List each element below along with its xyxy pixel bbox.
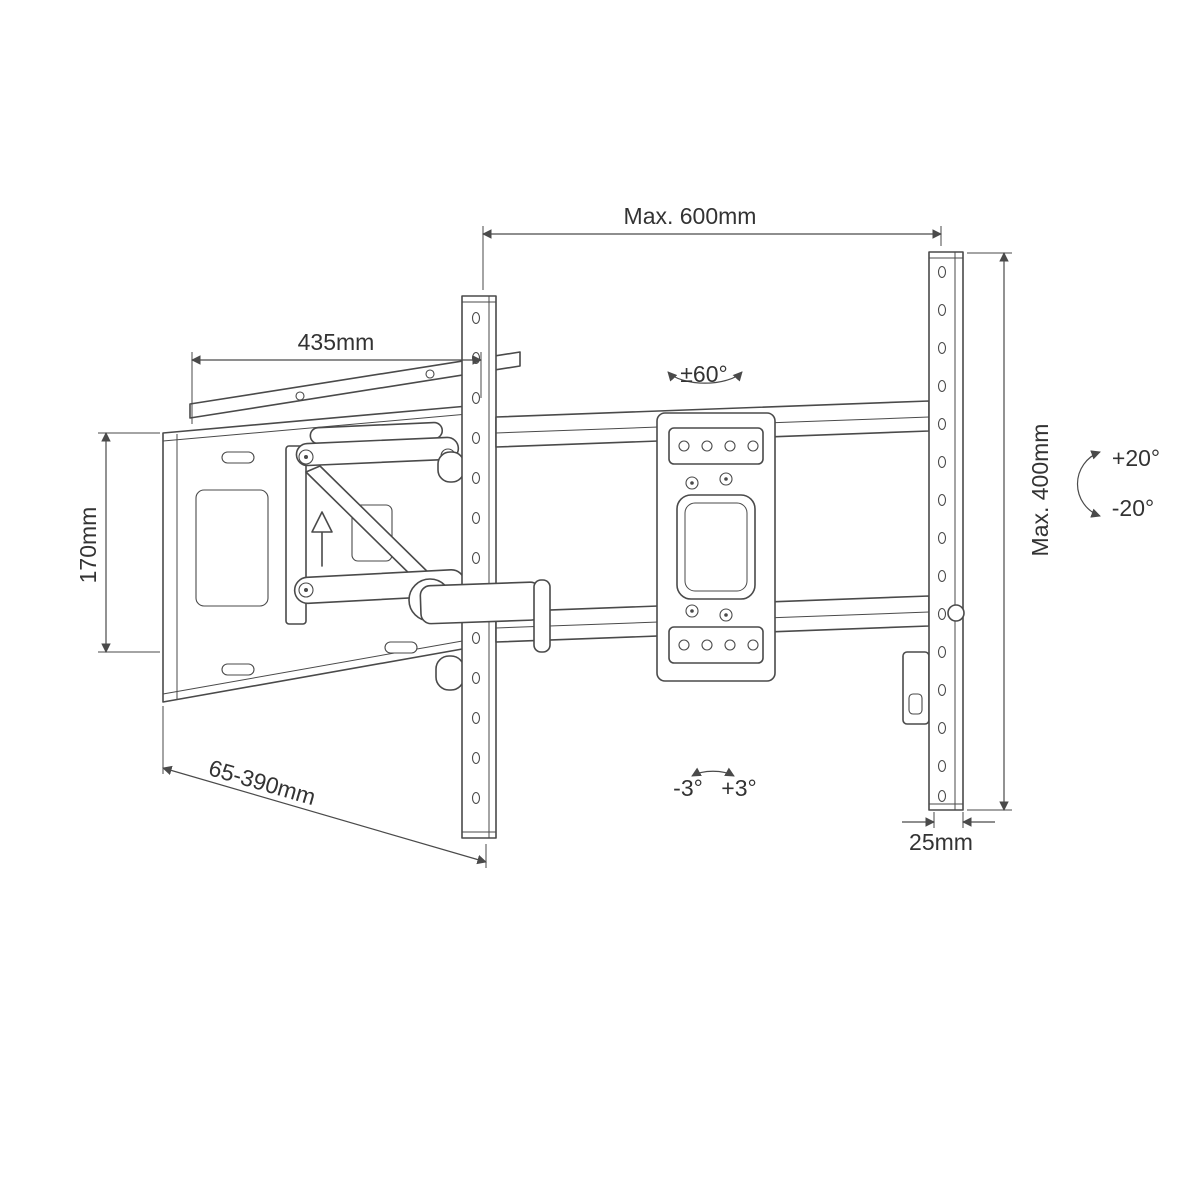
label-extension-range: 65-390mm bbox=[206, 754, 319, 810]
mount-slot bbox=[384, 641, 418, 654]
clamp-hole bbox=[724, 639, 736, 651]
vesa-center-opening-inner bbox=[684, 502, 748, 592]
wall-mount-drawing bbox=[162, 251, 965, 839]
label-tilt-up: +20° bbox=[1112, 445, 1160, 471]
clamp-hole bbox=[678, 440, 690, 452]
mount-slot bbox=[221, 451, 255, 464]
label-plate-width: 435mm bbox=[298, 329, 375, 355]
top-flange bbox=[189, 351, 521, 419]
upper-arm-link bbox=[295, 436, 460, 467]
clamp-hole bbox=[747, 639, 759, 651]
pivot-center bbox=[304, 588, 308, 592]
top-flange-outline bbox=[189, 351, 521, 419]
rail-hole-column bbox=[937, 265, 947, 803]
up-arrow-icon bbox=[311, 511, 333, 533]
vesa-top-clamp bbox=[668, 427, 764, 465]
dim-plate-width: 435mm bbox=[191, 329, 482, 424]
arm-end-cap bbox=[533, 579, 551, 653]
wall-plate-cutout bbox=[195, 489, 269, 607]
vesa-center-opening bbox=[676, 494, 756, 600]
rail-body bbox=[928, 251, 964, 811]
bar-end-knob bbox=[947, 604, 965, 622]
flange-screw-icon bbox=[295, 391, 305, 401]
label-roll-left: -3° bbox=[673, 775, 703, 801]
dim-max-height: Max. 400mm bbox=[967, 252, 1053, 811]
angle-tilt: +20° -20° bbox=[1076, 445, 1160, 521]
knob-lower bbox=[435, 655, 465, 691]
clamp-hole bbox=[724, 440, 736, 452]
label-max-width: Max. 600mm bbox=[624, 203, 757, 229]
label-plate-height: 170mm bbox=[75, 507, 101, 584]
clamp-hole bbox=[701, 440, 713, 452]
lower-arm-front bbox=[408, 578, 551, 653]
pivot-center bbox=[304, 455, 308, 459]
label-rail-depth: 25mm bbox=[909, 829, 973, 855]
angle-roll: -3° +3° bbox=[673, 767, 757, 801]
dim-rail-depth: 25mm bbox=[902, 812, 995, 855]
vesa-bottom-clamp bbox=[668, 626, 764, 664]
dim-extension-range: 65-390mm bbox=[162, 706, 487, 868]
knob-upper bbox=[437, 451, 465, 483]
tv-rail-right bbox=[902, 251, 965, 811]
tv-rail-left bbox=[435, 295, 497, 839]
clamp-hole bbox=[701, 639, 713, 651]
foot-bracket-slot bbox=[908, 693, 923, 715]
vesa-adapter-plate bbox=[656, 412, 776, 682]
dim-max-width: Max. 600mm bbox=[482, 203, 942, 290]
label-swivel-angle: ±60° bbox=[680, 361, 727, 387]
rail-body bbox=[461, 295, 497, 839]
dim-plate-height: 170mm bbox=[75, 432, 160, 653]
clamp-hole bbox=[678, 639, 690, 651]
flange-screw-icon bbox=[425, 369, 435, 379]
lower-arm-extension bbox=[419, 581, 542, 625]
label-tilt-down: -20° bbox=[1112, 495, 1154, 521]
mount-slot bbox=[221, 663, 255, 676]
label-max-height: Max. 400mm bbox=[1027, 424, 1053, 557]
clamp-hole bbox=[747, 440, 759, 452]
label-roll-right: +3° bbox=[721, 775, 756, 801]
angle-swivel: ±60° bbox=[667, 361, 743, 387]
